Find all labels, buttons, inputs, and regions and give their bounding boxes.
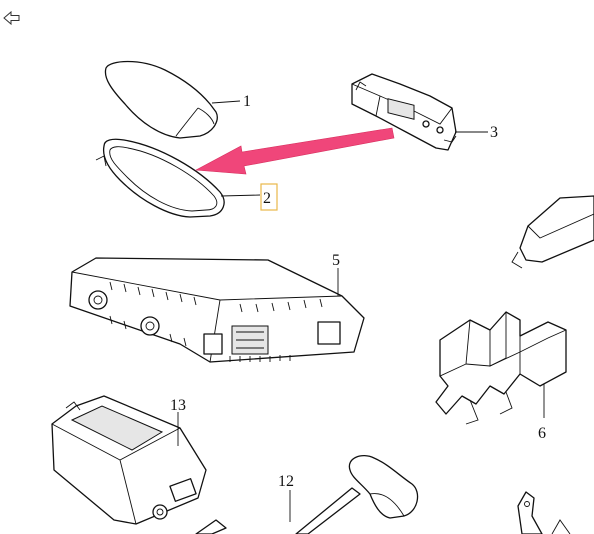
partial-part-upper-right xyxy=(511,195,594,269)
callout-2[interactable]: 2 xyxy=(263,190,271,207)
callout-12[interactable]: 12 xyxy=(278,473,294,490)
highlight-arrow xyxy=(194,127,395,175)
callout-1[interactable]: 1 xyxy=(243,93,251,110)
part-2-gasket[interactable] xyxy=(95,138,225,218)
leader-1 xyxy=(211,100,241,104)
selection-box xyxy=(260,183,278,211)
callout-6[interactable]: 6 xyxy=(538,425,546,442)
back-button[interactable] xyxy=(2,8,22,28)
part-12-cable[interactable] xyxy=(195,455,419,534)
callout-3[interactable]: 3 xyxy=(490,124,498,141)
leader-2 xyxy=(220,194,261,197)
callout-5[interactable]: 5 xyxy=(332,252,340,269)
arrow-left-outline-icon xyxy=(3,10,20,26)
partial-part-lower-right xyxy=(517,491,571,534)
callout-13[interactable]: 13 xyxy=(170,397,186,414)
part-6-bracket[interactable] xyxy=(435,311,567,425)
part-13-module[interactable] xyxy=(51,395,207,525)
part-1-antenna-cover[interactable] xyxy=(104,60,218,139)
part-5-control-module[interactable] xyxy=(69,257,365,363)
part-3-antenna-module[interactable] xyxy=(351,73,457,151)
